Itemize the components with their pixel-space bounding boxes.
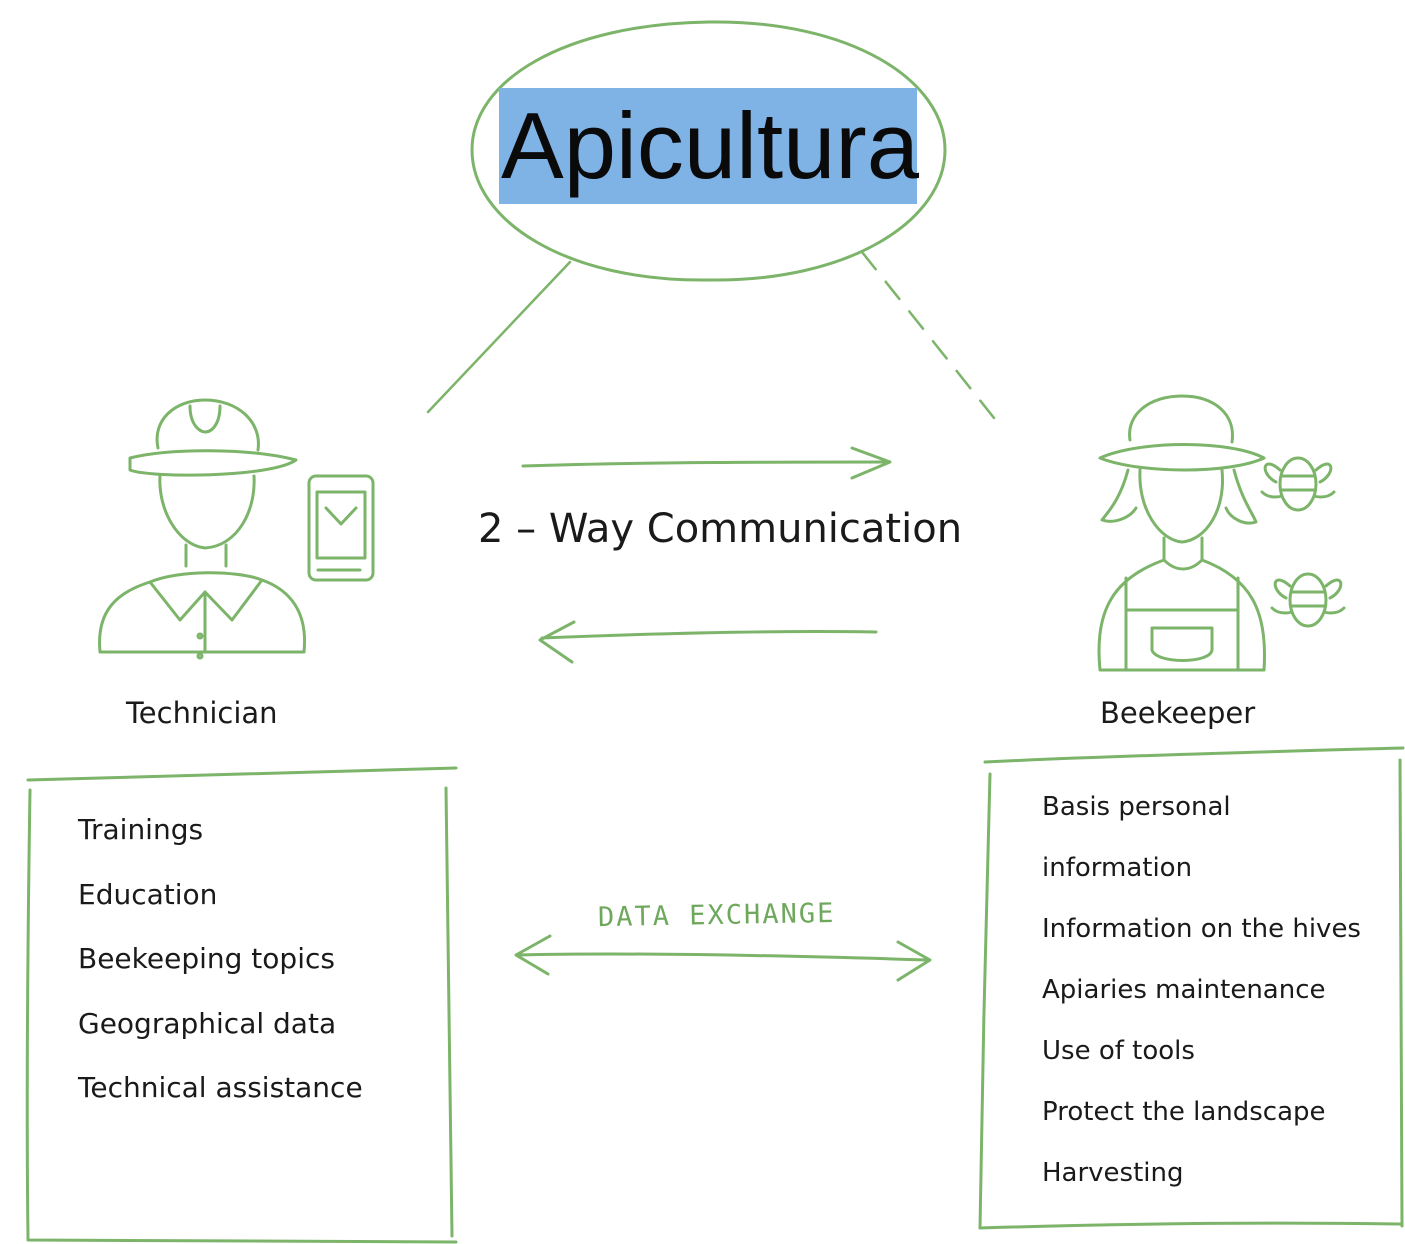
beekeeper-info-box (978, 746, 1405, 1230)
list-item: Basis personal (1042, 792, 1231, 822)
smartphone-icon (307, 474, 375, 582)
data-exchange-arrow (514, 934, 932, 982)
communication-label: 2 – Way Communication (478, 506, 963, 552)
list-item: Harvesting (1042, 1158, 1184, 1188)
title-ellipse (470, 20, 947, 282)
beekeeper-connector-dashed (860, 250, 1004, 430)
list-item: Beekeeping topics (78, 942, 335, 975)
list-item: Trainings (78, 813, 204, 846)
technician-connector-line (426, 260, 572, 414)
list-item: Information on the hives (1042, 914, 1361, 944)
technician-icon (98, 398, 307, 660)
technician-info-box (25, 766, 458, 1244)
page-title: Apicultura (501, 93, 919, 198)
list-item: Geographical data (78, 1006, 337, 1040)
arrow-to-beekeeper (521, 446, 892, 480)
technician-label: Technician (126, 696, 278, 730)
list-item: Use of tools (1042, 1036, 1195, 1066)
list-item: information (1042, 853, 1193, 883)
data-exchange-label: DATA EXCHANGE (597, 897, 836, 934)
bee-icon (1260, 456, 1336, 512)
list-item: Technical assistance (78, 1071, 363, 1104)
beekeeper-label: Beekeeper (1100, 696, 1256, 730)
list-item: Protect the landscape (1042, 1097, 1326, 1127)
list-item: Apiaries maintenance (1042, 975, 1326, 1005)
arrow-to-technician (538, 620, 878, 664)
bee-icon (1270, 572, 1346, 628)
beekeeper-icon (1097, 394, 1267, 672)
beekeeper-topics-list: Basis personal information Information o… (1042, 792, 1361, 1219)
technician-topics-list: Trainings Education Beekeeping topics Ge… (78, 813, 363, 1136)
list-item: Education (78, 877, 218, 911)
title-highlight (499, 88, 917, 204)
